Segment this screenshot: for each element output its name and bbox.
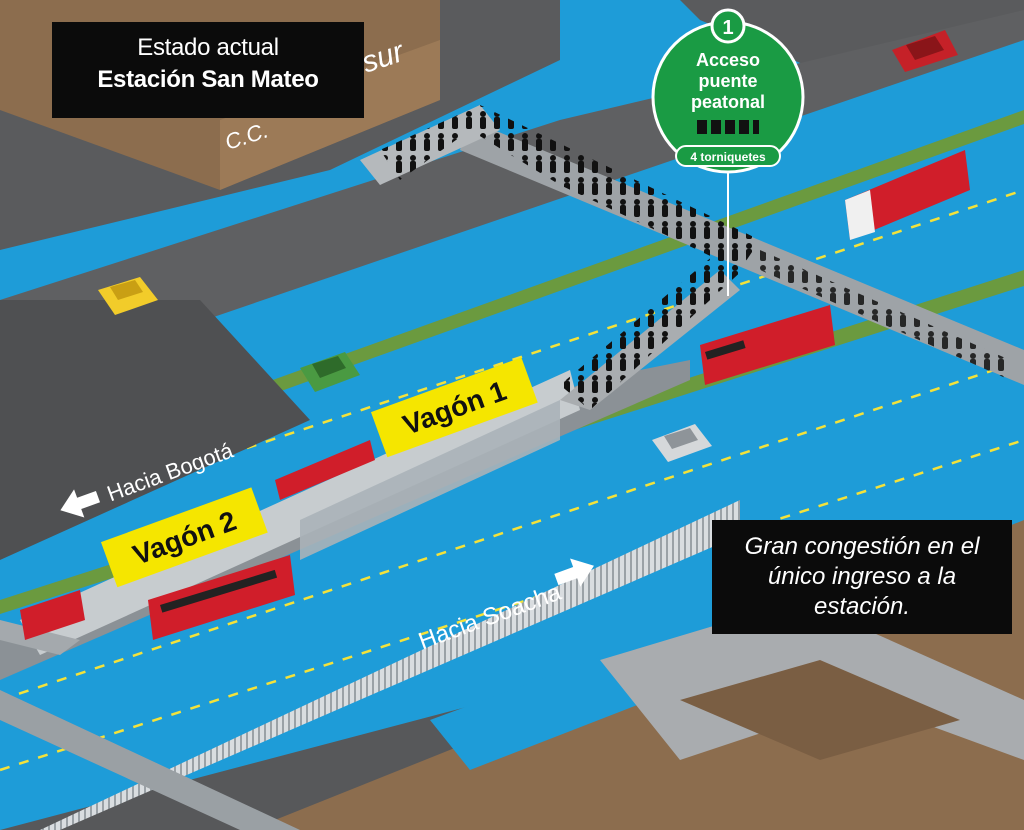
- bus-station: [275, 440, 375, 500]
- turnstile-icons: [697, 120, 759, 134]
- station-glass: [300, 400, 560, 560]
- access-line2: puente: [698, 71, 757, 91]
- red-suv: [892, 30, 958, 72]
- green-car: [300, 352, 360, 392]
- note-line1: Gran congestión en el: [744, 533, 980, 560]
- access-marker: 1 Acceso puente peatonal 4 torniquetes: [651, 8, 805, 174]
- left-slab: [0, 300, 310, 560]
- note-line3: estación.: [813, 593, 911, 620]
- title-line1: Estado actual: [137, 34, 279, 61]
- left-overpass: [0, 690, 300, 830]
- crowd-ramp: [560, 250, 745, 410]
- title-line2: Estación San Mateo: [97, 66, 319, 93]
- access-line1: Acceso: [696, 50, 760, 70]
- turnstiles-pill: [675, 145, 781, 167]
- note-line2: único ingreso a la: [767, 563, 957, 590]
- arrow-right-icon: [554, 558, 594, 587]
- access-line3: peatonal: [691, 92, 765, 112]
- bus-center: [700, 305, 835, 385]
- crowd-bridge: [380, 105, 760, 270]
- access-number: 1: [722, 17, 733, 39]
- turnstiles-text: 4 torniquetes: [690, 150, 766, 164]
- bus-left-bottom: [148, 555, 295, 640]
- bus-right-top: [845, 150, 970, 240]
- station-roof: [20, 370, 580, 655]
- title-box: Estado actual Estación San Mateo: [52, 22, 364, 118]
- left-overpass-2: [0, 620, 80, 655]
- congestion-note: Gran congestión en el único ingreso a la…: [712, 520, 1012, 634]
- crowd-bridge-east: [760, 250, 1010, 380]
- lower-water: [430, 650, 650, 770]
- top-right-lot: [680, 0, 1024, 80]
- lower-building-inner: [680, 660, 960, 760]
- bus-far-left: [20, 590, 85, 640]
- taxi-car: [98, 277, 158, 315]
- arrow-left-icon: [60, 489, 101, 518]
- access-number-badge: [710, 8, 746, 44]
- white-car: [652, 424, 712, 462]
